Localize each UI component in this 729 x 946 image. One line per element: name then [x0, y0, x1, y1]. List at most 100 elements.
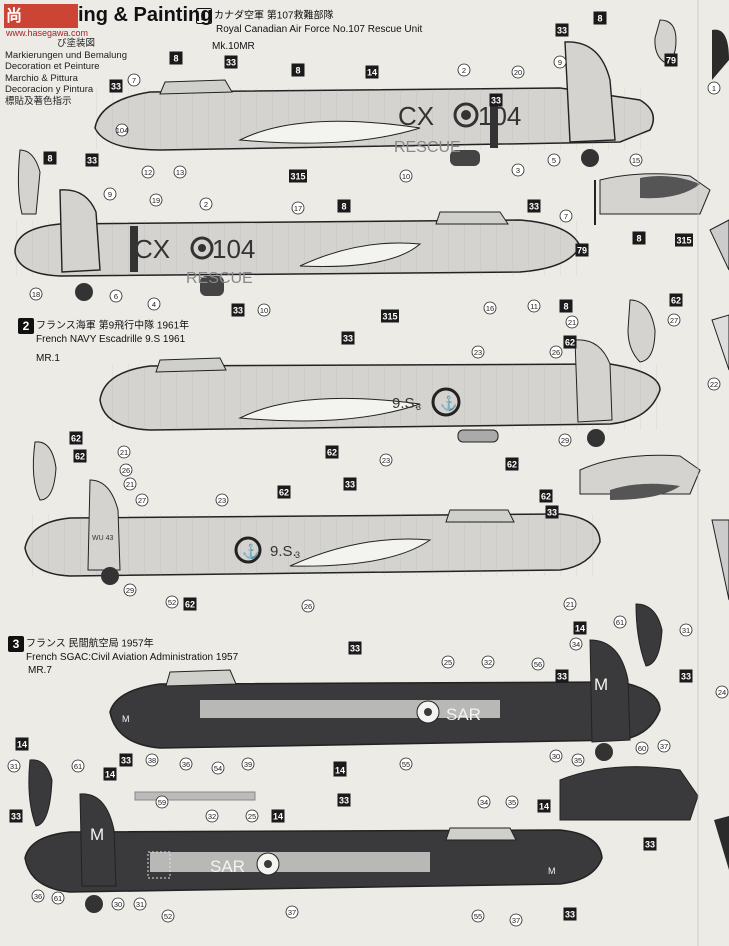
decal-callout-79: 79 — [664, 53, 678, 67]
callout-circle — [173, 165, 187, 179]
callout-circle — [123, 583, 137, 597]
callout-label: 32 — [208, 812, 216, 821]
callout-box — [291, 63, 305, 77]
callout-box — [9, 809, 23, 823]
decal-callout-27: 27 — [135, 493, 149, 507]
callout-circle — [211, 761, 225, 775]
rcaf-aircraft-right-side: CX 104 RESCUE — [14, 149, 581, 301]
callout-label: 33 — [491, 96, 501, 106]
decal-callout-62: 62 — [539, 489, 553, 503]
header-line: Marchio & Pittura — [5, 72, 78, 84]
decal-callout-33: 33 — [679, 669, 693, 683]
header-language-list: び塗装図 Markierungen und Bemalung Decoratio… — [5, 38, 127, 108]
callout-circle — [707, 81, 721, 95]
callout-label: 79 — [577, 246, 587, 256]
decal-callout-33: 33 — [109, 79, 123, 93]
brand-url: www.hasegawa.com — [6, 28, 89, 38]
callout-box — [381, 309, 399, 323]
callout-label: 16 — [486, 304, 494, 313]
callout-label: 30 — [114, 900, 122, 909]
decal-callout-37: 37 — [285, 905, 299, 919]
decal-callout-14: 14 — [333, 763, 347, 777]
callout-circle — [481, 655, 495, 669]
decal-callout-14: 14 — [15, 737, 29, 751]
callout-circle — [109, 289, 123, 303]
callout-circle — [715, 685, 729, 699]
callout-box — [555, 23, 569, 37]
callout-label: 2 — [204, 200, 208, 209]
brand-logo: 尚 — [4, 4, 78, 28]
decal-callout-20: 20 — [511, 65, 525, 79]
decal-callout-52: 52 — [165, 595, 179, 609]
callout-label: 26 — [304, 602, 312, 611]
callout-label: 62 — [565, 338, 575, 348]
callout-circle — [7, 759, 21, 773]
decal-callout-56: 56 — [531, 657, 545, 671]
callout-box — [348, 641, 362, 655]
header-line: Decoracion y Pintura — [5, 84, 94, 96]
callout-label: 33 — [226, 58, 236, 68]
decal-callout-32: 32 — [481, 655, 495, 669]
decal-callout-62: 62 — [69, 431, 83, 445]
callout-label: 22 — [710, 380, 718, 389]
decal-callout-55: 55 — [399, 757, 413, 771]
callout-circle — [558, 433, 572, 447]
callout-circle — [667, 313, 681, 327]
decal-callout-33: 33 — [9, 809, 23, 823]
decal-callout-33: 33 — [119, 753, 133, 767]
callout-label: 33 — [565, 910, 575, 920]
decal-callout-8: 8 — [337, 199, 351, 213]
section-number: 3 — [8, 636, 24, 652]
callout-label: 9 — [558, 58, 562, 67]
section-title-jp: カナダ空軍 第107救難部隊 — [214, 10, 334, 22]
callout-label: 14 — [575, 624, 585, 634]
decal-callout-14: 14 — [271, 809, 285, 823]
decal-callout-33: 33 — [343, 477, 357, 491]
callout-box — [505, 457, 519, 471]
callout-box — [119, 753, 133, 767]
callout-label: 54 — [214, 764, 222, 773]
navy-aircraft-left-side: ⚓ 9.S. 3 — [99, 339, 661, 447]
callout-label: 21 — [120, 448, 128, 457]
callout-box — [69, 431, 83, 445]
decal-callout-3: 3 — [511, 163, 525, 177]
callout-circle — [127, 73, 141, 87]
decal-callout-32: 32 — [205, 809, 219, 823]
callout-circle — [635, 741, 649, 755]
callout-label: 21 — [126, 480, 134, 489]
decal-callout-7: 7 — [559, 209, 573, 223]
decal-callout-14: 14 — [365, 65, 379, 79]
callout-box — [573, 621, 587, 635]
callout-label: 62 — [71, 434, 81, 444]
decal-callout-39: 39 — [241, 757, 255, 771]
decal-callout-24: 24 — [715, 685, 729, 699]
callout-box — [271, 809, 285, 823]
callout-box — [675, 233, 693, 247]
rescue-text: RESCUE — [394, 139, 461, 156]
callout-label: 14 — [335, 766, 345, 776]
callout-circle — [161, 909, 175, 923]
callout-label: 79 — [666, 56, 676, 66]
callout-box — [289, 169, 307, 183]
callout-label: 33 — [681, 672, 691, 682]
callout-label: 2 — [462, 66, 466, 75]
callout-circle — [471, 345, 485, 359]
callout-box — [545, 505, 559, 519]
callout-circle — [115, 123, 129, 137]
section-number: 2 — [18, 318, 34, 334]
callout-label: 10 — [260, 306, 268, 315]
callout-label: 35 — [574, 756, 582, 765]
wu-code-text: WU 43 — [92, 535, 114, 542]
decal-callout-4: 4 — [147, 297, 161, 311]
decal-callout-5: 5 — [547, 153, 561, 167]
decal-callout-33: 33 — [489, 93, 503, 107]
header-line: Markierungen und Bemalung — [5, 49, 127, 61]
decal-callout-13: 13 — [173, 165, 187, 179]
section-title-en: French SGAC:Civil Aviation Administratio… — [26, 652, 239, 663]
callout-circle — [147, 297, 161, 311]
callout-label: 62 — [507, 460, 517, 470]
callout-label: 8 — [563, 302, 568, 312]
callout-label: 33 — [339, 796, 349, 806]
callout-label: 21 — [566, 600, 574, 609]
